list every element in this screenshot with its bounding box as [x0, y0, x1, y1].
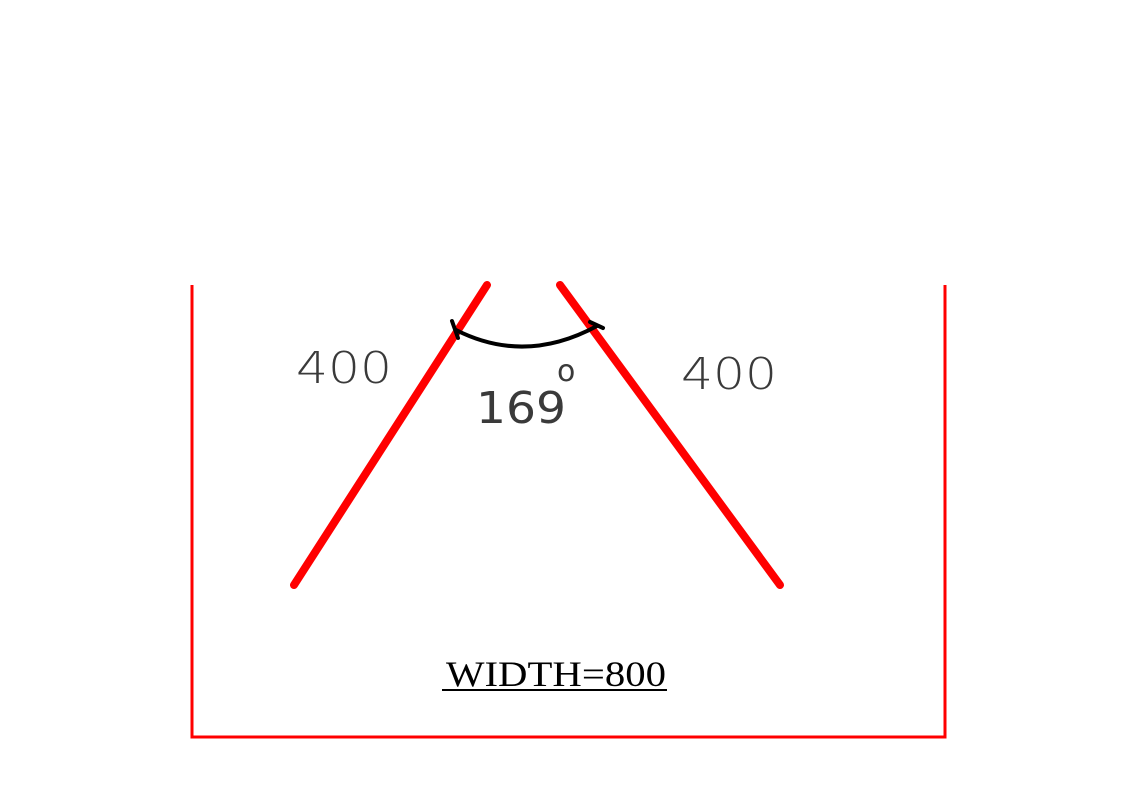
- degree-mark: o: [557, 354, 575, 389]
- angle-arc: [454, 324, 599, 349]
- angle-arc-right-tick: [588, 320, 605, 330]
- right-arm-line: [556, 281, 784, 589]
- angle-value-label: 169: [476, 383, 566, 434]
- frame-outline: [190, 285, 947, 739]
- right-length-label: 400: [681, 349, 777, 400]
- width-caption: WIDTH=800: [446, 654, 666, 694]
- angle-arc-left-tick: [450, 319, 460, 340]
- left-length-label: 400: [296, 343, 392, 394]
